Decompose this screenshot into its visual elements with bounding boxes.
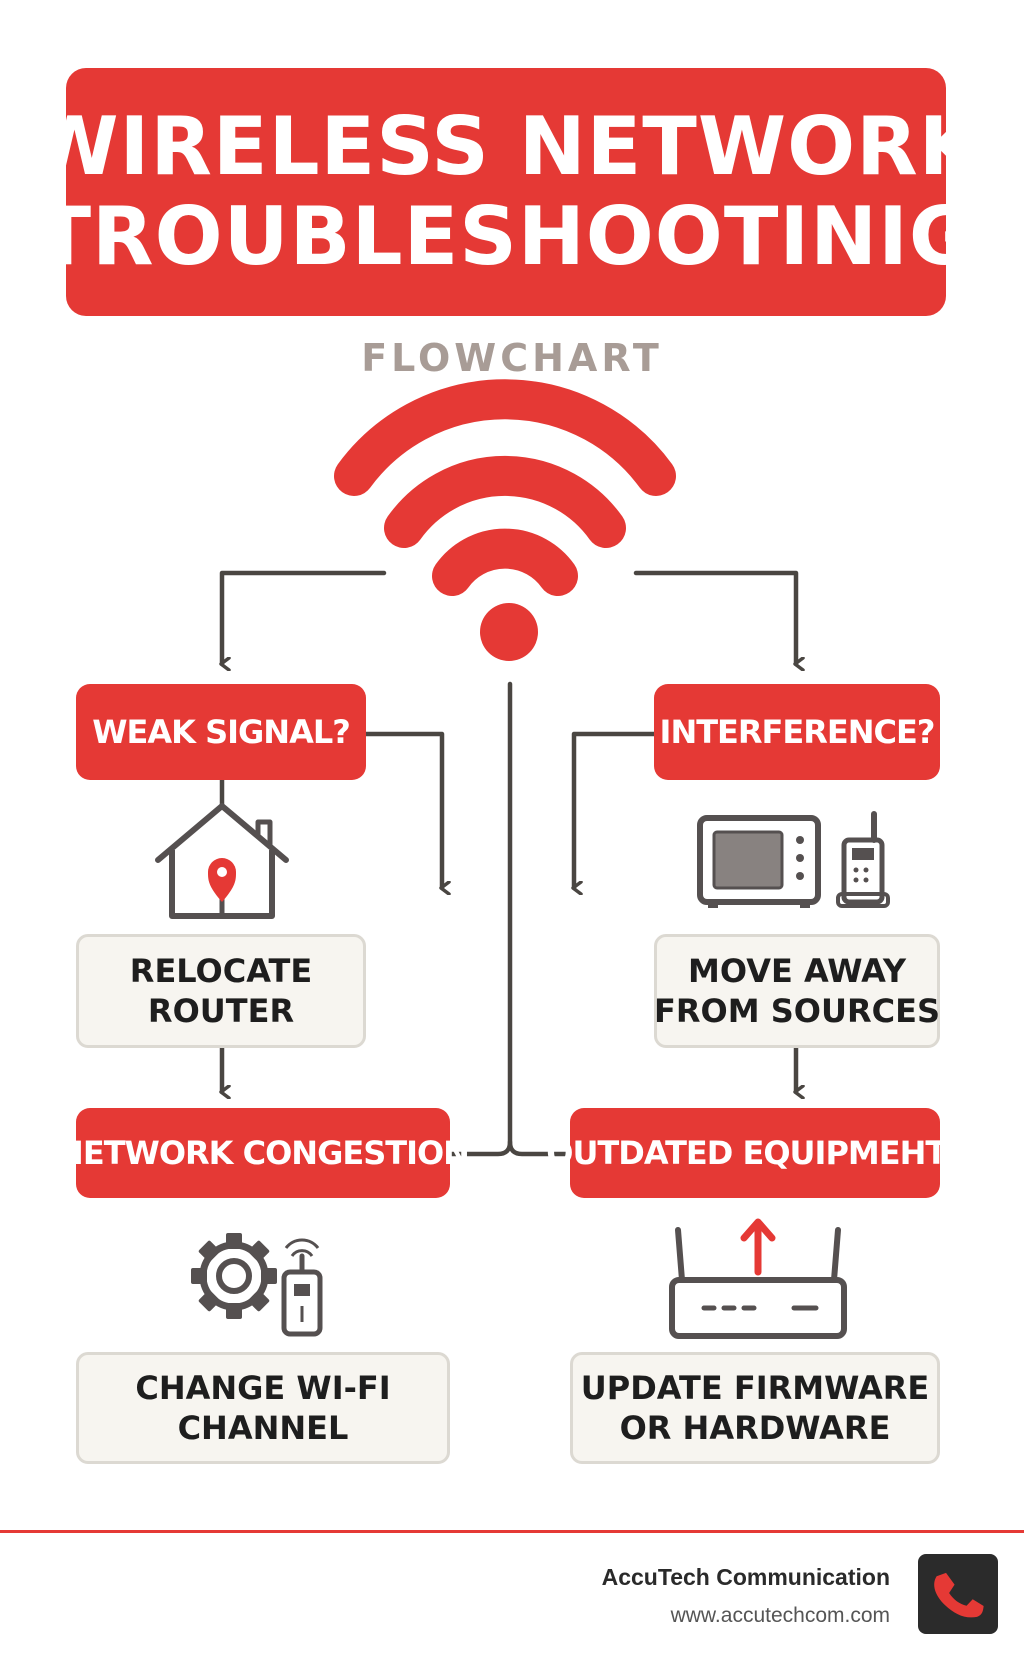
interference-box: INTERFERENCE? <box>654 684 940 780</box>
subtitle: FLOWCHART <box>361 336 663 380</box>
connector-hub-right <box>633 570 796 664</box>
microwave-and-cordless-phone-icon <box>697 811 890 908</box>
move-away-box: MOVE AWAY FROM SOURCES <box>654 934 940 1048</box>
company-name: AccuTech Communication <box>601 1564 890 1590</box>
relocate-router-line-2: ROUTER <box>147 992 295 1030</box>
change-channel-line-2: CHANNEL <box>177 1409 349 1447</box>
weak-signal-box: WEAK SIGNAL? <box>76 684 366 780</box>
change-channel-box: CHANGE WI-FI CHANNEL <box>76 1352 450 1464</box>
connector-trunk-left <box>447 1139 513 1157</box>
title-line-2: TROUBLESHOOTINIG <box>36 190 976 283</box>
network-congestion-box: NETWORK CONGESTION <box>57 1108 470 1198</box>
router-upgrade-icon <box>669 1218 847 1339</box>
footer-divider <box>0 1530 1024 1533</box>
relocate-router-line-1: RELOCATE <box>129 952 313 990</box>
house-pin-icon <box>155 803 289 919</box>
connector-vertical-trunk <box>507 681 573 1157</box>
company-website: www.accutechcom.com <box>670 1604 890 1627</box>
company-logo <box>918 1554 998 1634</box>
gear-and-device-icon <box>191 1233 323 1337</box>
connector-weak-side <box>363 731 442 888</box>
title-line-1: WIRELESS NETWORK <box>30 100 982 193</box>
title-banner: WIRELESS NETWORK TROUBLESHOOTINIG <box>30 68 981 316</box>
change-channel-line-1: CHANGE WI-FI <box>135 1369 391 1407</box>
move-away-line-2: FROM SOURCES <box>654 992 940 1030</box>
update-firmware-line-1: UPDATE FIRMWARE <box>580 1369 930 1407</box>
move-away-line-1: MOVE AWAY <box>688 952 907 990</box>
update-firmware-box: UPDATE FIRMWARE OR HARDWARE <box>570 1352 940 1464</box>
wifi-icon <box>334 379 676 661</box>
outdated-equipment-box: OUTDATED EQUIPMEHT? <box>546 1108 965 1198</box>
connector-hub-left <box>222 570 387 664</box>
relocate-router-box: RELOCATE ROUTER <box>76 934 366 1048</box>
update-firmware-line-2: OR HARDWARE <box>619 1409 891 1447</box>
connector-interference-side <box>574 731 657 888</box>
